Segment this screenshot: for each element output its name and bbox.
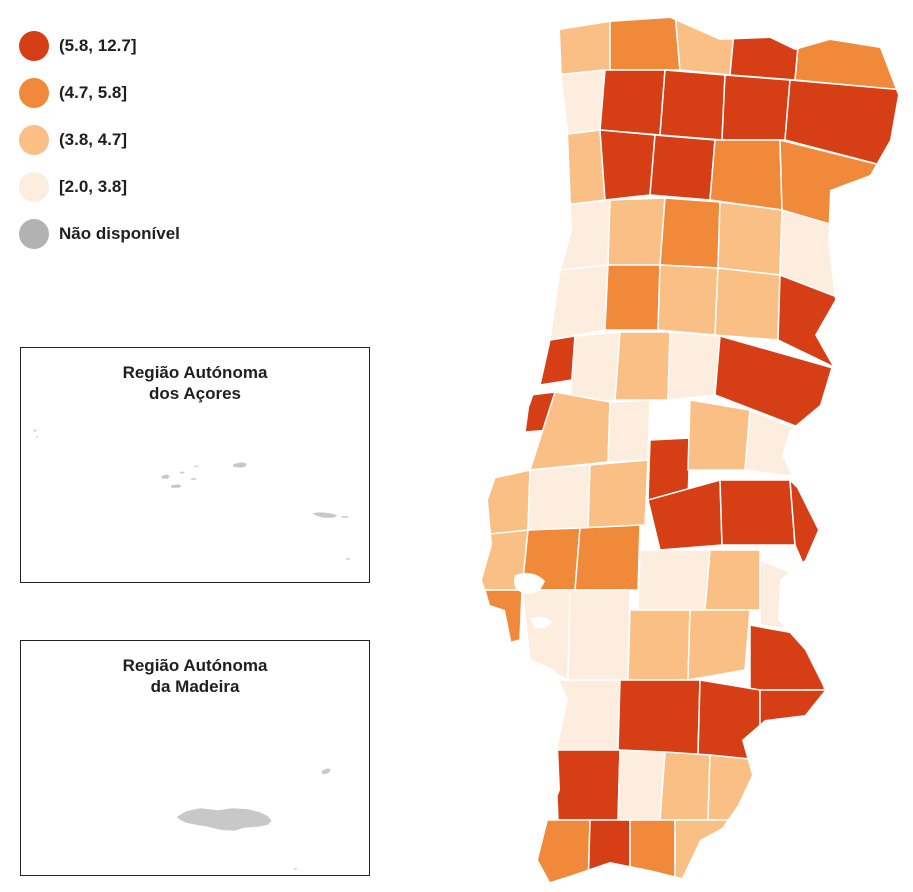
region <box>687 609 751 681</box>
madeira-title-line-1: Região Autónoma <box>122 656 268 675</box>
region <box>559 199 611 271</box>
legend-item-class-4: [2.0, 3.8] <box>19 171 180 203</box>
legend-label-class-4: [2.0, 3.8] <box>59 177 128 196</box>
region <box>704 549 761 611</box>
municipality-regions <box>482 18 898 882</box>
region <box>687 399 751 471</box>
region <box>674 819 751 882</box>
region <box>484 469 531 536</box>
region <box>607 399 651 463</box>
region <box>719 479 796 546</box>
region <box>617 679 701 756</box>
region <box>521 589 571 681</box>
region <box>554 69 606 136</box>
region <box>729 19 801 81</box>
region <box>604 264 661 331</box>
region <box>667 331 721 401</box>
map-legend: (5.8, 12.7] (4.7, 5.8] (3.8, 4.7] [2.0, … <box>19 30 180 250</box>
legend-item-class-1: (5.8, 12.7] <box>19 30 180 62</box>
region <box>527 464 591 531</box>
region <box>789 479 831 581</box>
azores-inset-title: Região Autónoma dos Açores <box>21 362 369 404</box>
region <box>649 134 716 201</box>
region <box>569 331 621 406</box>
azores-islands-map <box>32 428 351 561</box>
region <box>659 69 726 141</box>
region <box>574 524 641 591</box>
region <box>587 459 649 531</box>
legend-swatch-class-3 <box>19 125 49 155</box>
region <box>709 139 783 211</box>
region <box>599 129 656 201</box>
madeira-inset: Região Autónoma da Madeira <box>20 640 370 876</box>
region <box>609 18 681 71</box>
legend-item-not-available: Não disponível <box>19 218 180 250</box>
region <box>707 754 761 821</box>
madeira-islands-map <box>175 767 332 871</box>
azores-title-line-2: dos Açores <box>149 384 241 403</box>
region <box>549 18 611 76</box>
region <box>637 549 711 611</box>
legend-label-class-3: (3.8, 4.7] <box>59 130 128 149</box>
region <box>617 749 666 821</box>
region <box>549 264 609 341</box>
region <box>484 589 523 646</box>
legend-label-class-1: (5.8, 12.7] <box>59 36 137 55</box>
region <box>599 69 666 136</box>
legend-swatch-not-available <box>19 219 49 249</box>
region <box>674 18 736 76</box>
region <box>629 819 676 882</box>
region <box>714 267 781 341</box>
region <box>534 819 591 882</box>
sado-estuary <box>530 616 552 629</box>
region <box>659 751 711 821</box>
region <box>697 679 761 761</box>
region <box>549 679 621 751</box>
legend-swatch-class-4 <box>19 172 49 202</box>
madeira-inset-title: Região Autónoma da Madeira <box>21 655 369 697</box>
legend-label-class-2: (4.7, 5.8] <box>59 83 128 102</box>
region <box>717 201 783 276</box>
madeira-island-group <box>175 767 332 871</box>
azores-inset: Região Autónoma dos Açores <box>20 347 370 583</box>
region <box>627 609 691 681</box>
region <box>587 819 631 882</box>
legend-item-class-3: (3.8, 4.7] <box>19 124 180 156</box>
region <box>749 624 826 691</box>
region <box>794 24 898 91</box>
region <box>759 689 831 761</box>
legend-swatch-class-1 <box>19 31 49 61</box>
region <box>567 589 631 681</box>
region <box>759 559 811 631</box>
legend-label-not-available: Não disponível <box>59 224 180 243</box>
region <box>559 129 606 206</box>
region <box>614 331 671 401</box>
azores-title-line-1: Região Autónoma <box>122 363 268 382</box>
legend-item-class-2: (4.7, 5.8] <box>19 77 180 109</box>
region <box>659 197 721 269</box>
tejo-estuary <box>514 573 545 594</box>
legend-swatch-class-2 <box>19 78 49 108</box>
region <box>657 264 719 336</box>
region <box>607 197 666 266</box>
azores-island-group <box>32 428 351 561</box>
madeira-title-line-2: da Madeira <box>150 677 240 696</box>
region <box>539 335 576 386</box>
region <box>721 74 791 141</box>
region <box>784 79 898 171</box>
mainland-portugal-map <box>482 18 898 882</box>
region <box>554 749 621 821</box>
